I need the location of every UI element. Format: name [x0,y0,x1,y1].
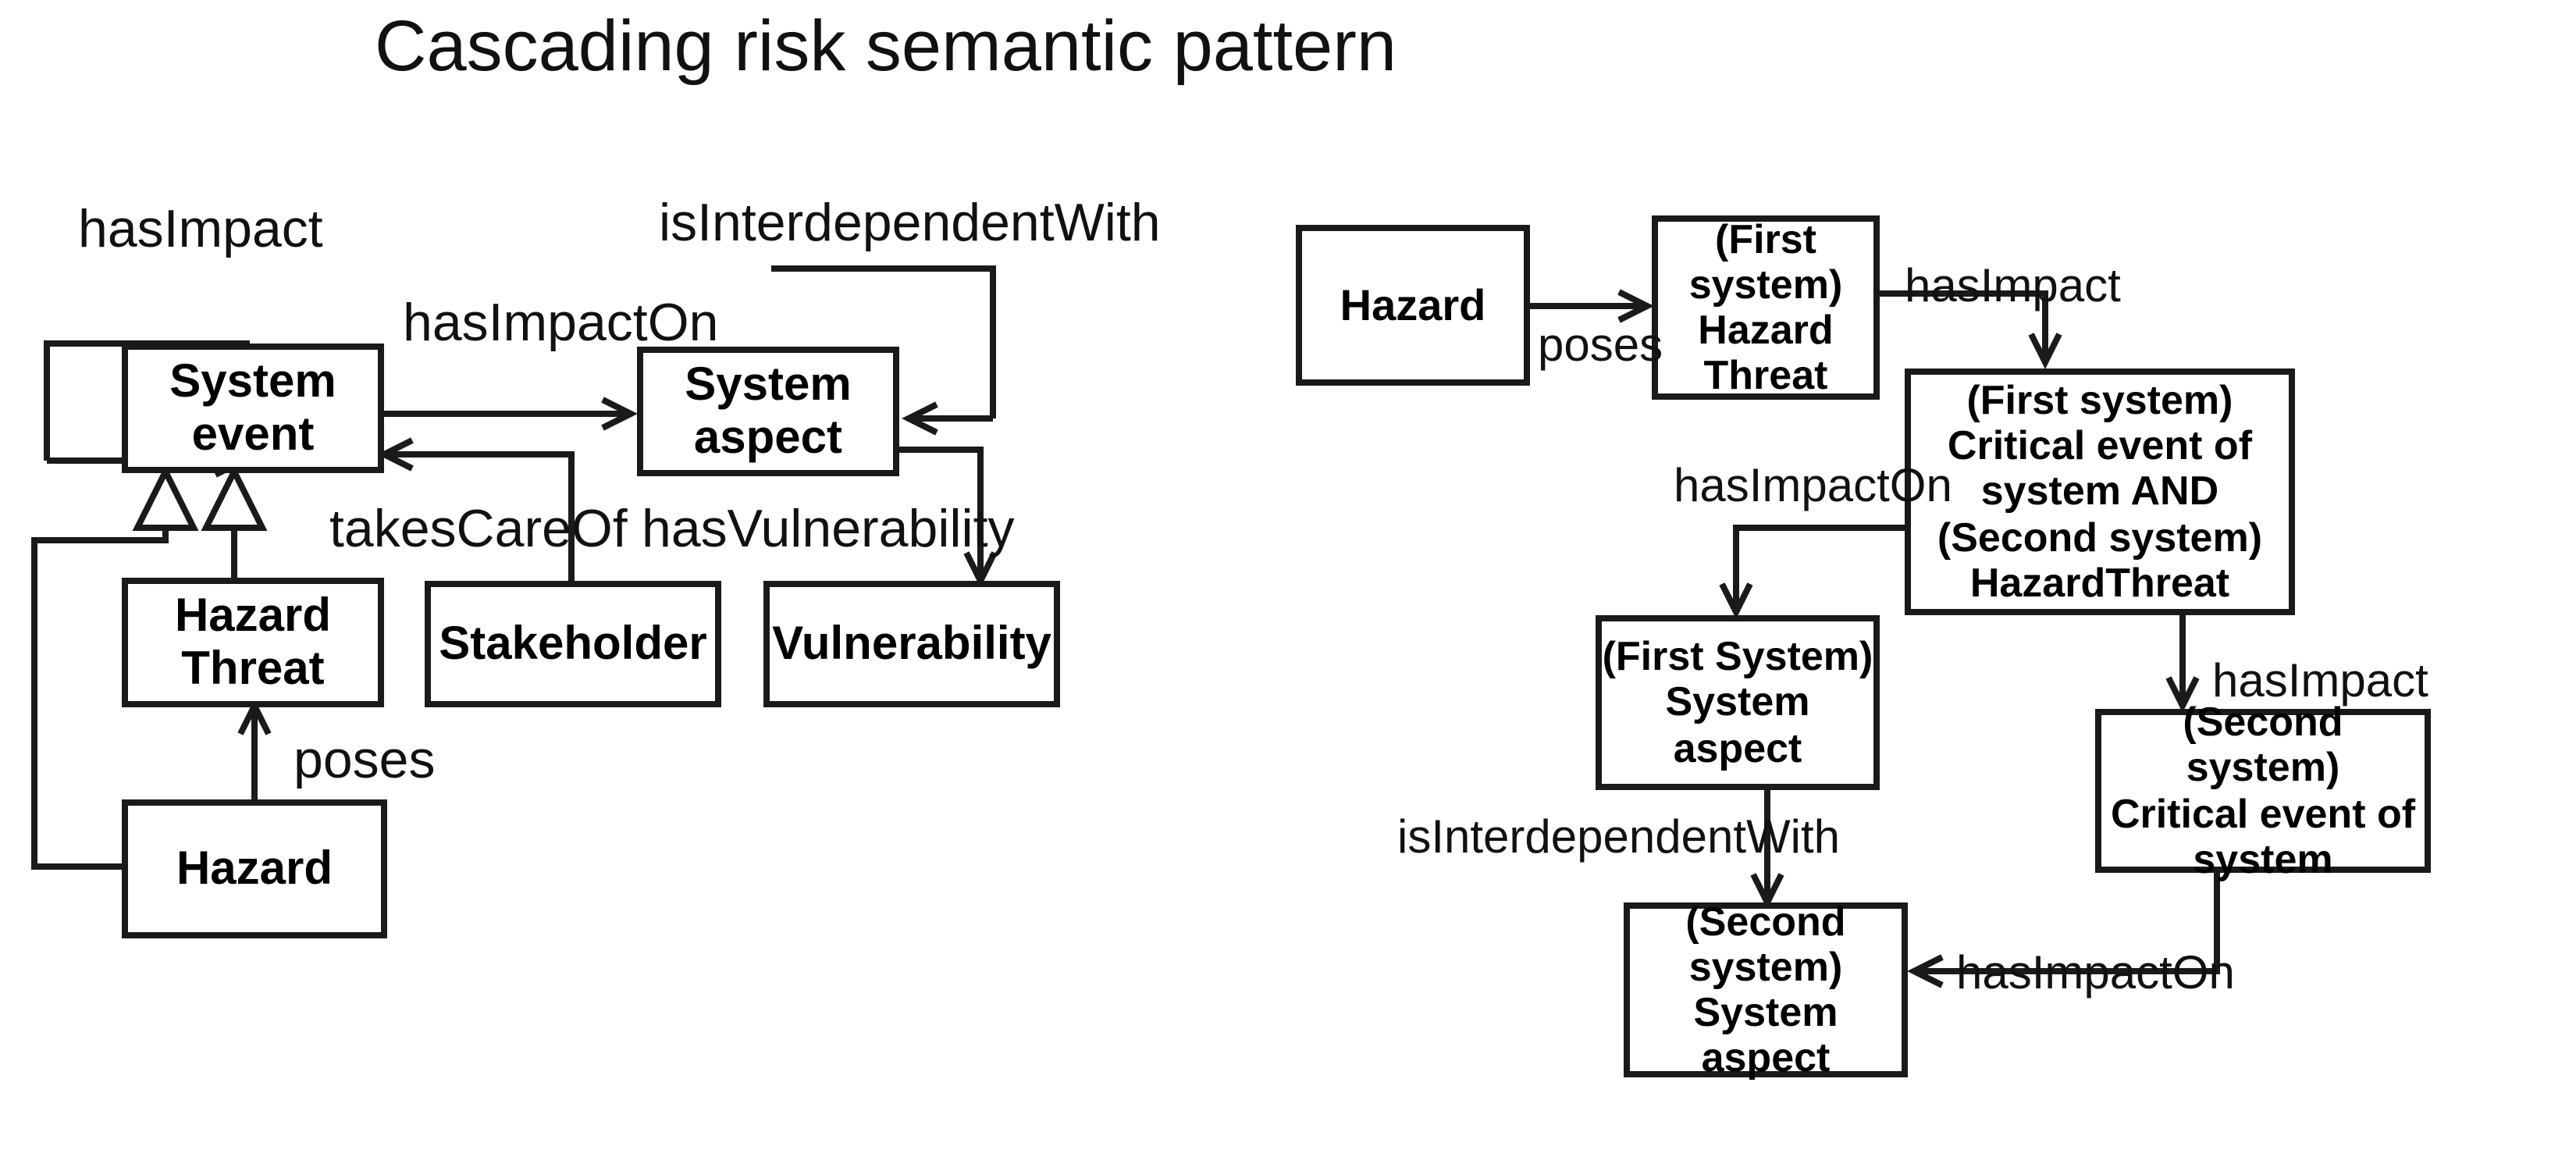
node-label: (First system) Hazard Threat [1688,215,1843,399]
edge-has-vulnerability [899,447,998,588]
edge-label-poses: poses [294,731,436,790]
node-label: (Second system) Critical event of system [2110,698,2416,882]
node-label: (First System) System aspect [1602,632,1873,771]
node-label: Stakeholder [439,618,707,670]
node-label: (First system) Critical event of system … [1937,376,2263,606]
node-system-aspect[interactable]: System aspect [637,347,899,476]
edge-label-r-has-impact-1: hasImpact [1905,261,2121,312]
edge-label-has-impact-on: hasImpactOn [403,294,719,353]
node-label: System event [169,355,336,460]
node-system-event[interactable]: System event [122,344,384,473]
edge-is-interdependent-with [771,265,996,436]
node-hazard[interactable]: Hazard [122,799,387,938]
edge-label-r-has-impact-2: hasImpact [2212,656,2428,707]
node-label: (Second system) System aspect [1685,897,1846,1081]
edge-label-r-has-impact-on-2: hasImpactOn [1956,948,2235,999]
edge-r-has-impact-on-2 [1907,873,2220,988]
node-r-hazard[interactable]: Hazard [1296,225,1530,386]
node-label: System aspect [685,358,852,463]
node-label: Vulnerability [772,618,1051,670]
edge-label-takes-care-of: takesCareOf [329,500,628,559]
edge-label-r-is-interdependent: isInterdependentWith [1397,812,1841,863]
edge-r-has-impact-1 [1880,290,2062,369]
node-vulnerability[interactable]: Vulnerability [763,581,1060,707]
node-hazard-threat[interactable]: Hazard Threat [122,578,384,707]
node-r-first-system-aspect[interactable]: (First System) System aspect [1596,615,1880,790]
node-label: Hazard [176,842,333,895]
node-label: Hazard [1340,280,1486,329]
node-r-second-critical[interactable]: (Second system) Critical event of system [2095,699,2431,881]
node-r-first-hazard-threat[interactable]: (First system) Hazard Threat [1652,215,1880,400]
node-r-first-critical-and[interactable]: (First system) Critical event of system … [1905,368,2295,615]
node-stakeholder[interactable]: Stakeholder [425,581,721,707]
edge-label-r-poses: poses [1538,320,1663,372]
edge-r-has-impact-on-1 [1719,525,1905,619]
edge-generalization-hazard-threat [201,465,268,581]
edge-label-is-interdependent-with: isInterdependentWith [659,194,1161,253]
node-label: Hazard Threat [174,589,332,694]
edge-generalization-hazard [31,465,199,870]
edge-takes-care-of [377,437,575,582]
edge-label-has-vulnerability: hasVulnerability [642,500,1015,559]
page-title-left: Cascading risk semantic pattern [375,5,1397,86]
edge-label-r-has-impact-on-1: hasImpactOn [1674,461,1952,512]
edge-label-has-impact: hasImpact [78,200,323,259]
node-r-second-system-aspect[interactable]: (Second system) System aspect [1624,898,1908,1080]
